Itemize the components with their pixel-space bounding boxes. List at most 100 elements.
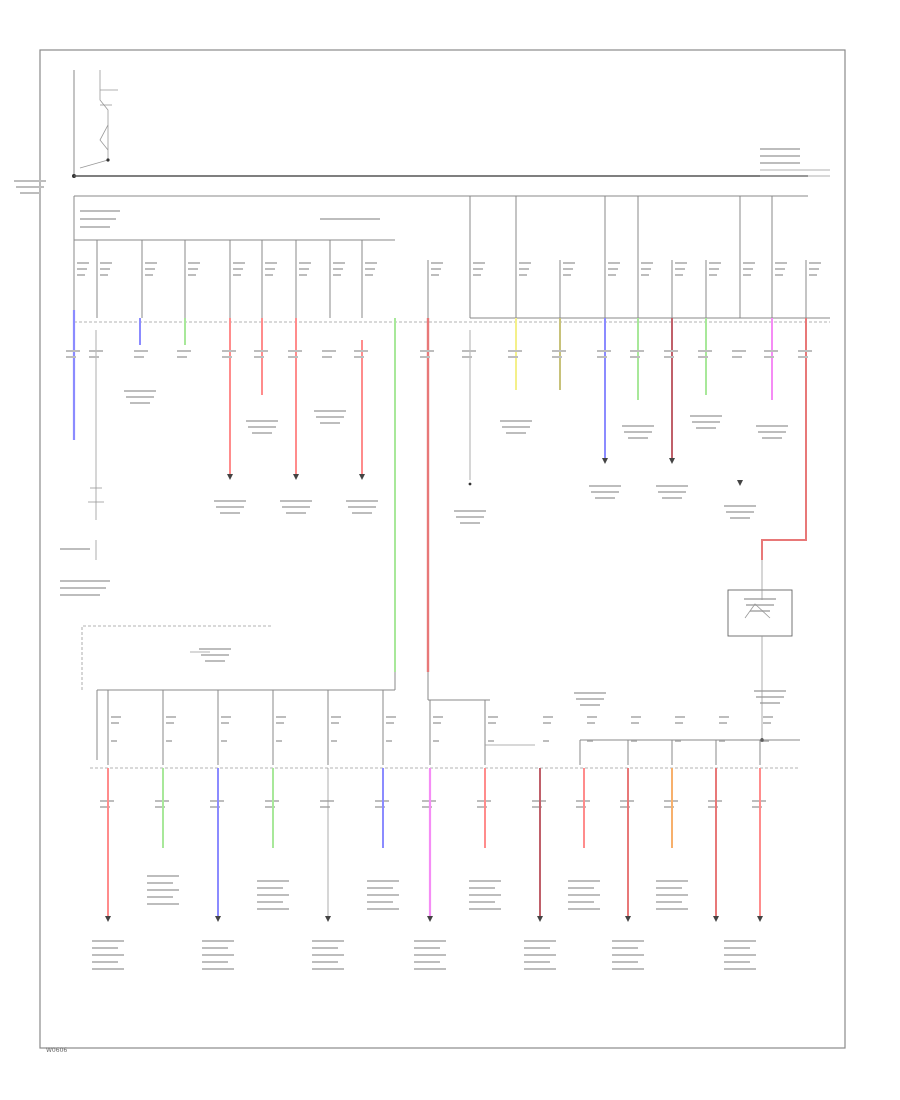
blurred-label-mark: [690, 415, 722, 417]
blurred-label-mark: [221, 722, 229, 724]
blurred-label-mark: [656, 894, 688, 896]
blurred-label-mark: [597, 350, 611, 352]
blurred-label-mark: [746, 604, 774, 606]
blurred-label-mark: [100, 262, 112, 264]
blurred-label-mark: [60, 587, 106, 589]
blurred-label-mark: [744, 598, 776, 600]
blurred-label-mark: [612, 947, 638, 949]
fuse-row-upper-left: [73, 196, 363, 318]
blurred-label-mark: [752, 806, 762, 808]
blurred-label-mark: [756, 425, 788, 427]
blurred-label-mark: [233, 268, 243, 270]
blurred-label-mark: [524, 968, 556, 970]
blurred-label-mark: [809, 274, 817, 276]
blurred-label-mark: [352, 512, 372, 514]
blurred-label-mark: [433, 716, 443, 718]
blurred-label-mark: [312, 968, 344, 970]
blurred-label-mark: [375, 806, 385, 808]
blurred-label-mark: [543, 740, 549, 742]
blurred-label-mark: [201, 654, 229, 656]
blurred-label-mark: [624, 431, 652, 433]
blurred-label-mark: [809, 262, 821, 264]
blurred-label-mark: [488, 740, 494, 742]
blurred-label-mark: [488, 716, 498, 718]
blurred-label-mark: [469, 908, 501, 910]
blurred-label-mark: [265, 806, 275, 808]
blurred-label-mark: [473, 268, 483, 270]
blurred-label-mark: [257, 908, 289, 910]
blurred-label-mark: [265, 274, 273, 276]
blurred-label-mark: [16, 186, 44, 188]
blurred-label-mark: [233, 262, 245, 264]
blurred-label-mark: [354, 350, 368, 352]
blurred-label-mark: [145, 268, 155, 270]
blurred-label-mark: [724, 968, 756, 970]
blurred-label-mark: [320, 422, 340, 424]
blurred-label-mark: [166, 716, 176, 718]
blurred-label-mark: [719, 716, 729, 718]
blurred-label-mark: [612, 940, 644, 942]
blurred-label-mark: [708, 806, 718, 808]
blurred-label-mark: [477, 806, 487, 808]
blurred-label-mark: [608, 268, 618, 270]
blurred-label-mark: [612, 961, 638, 963]
blurred-label-mark: [462, 350, 476, 352]
blurred-label-mark: [299, 268, 309, 270]
blurred-label-mark: [433, 722, 441, 724]
blurred-label-mark: [320, 218, 380, 220]
blurred-label-mark: [89, 356, 99, 358]
blurred-label-mark: [134, 356, 144, 358]
blurred-label-mark: [92, 940, 124, 942]
blurred-label-mark: [798, 350, 812, 352]
blurred-label-mark: [365, 268, 375, 270]
blurred-label-mark: [202, 954, 234, 956]
blurred-label-mark: [299, 274, 307, 276]
blurred-label-mark: [177, 356, 187, 358]
blurred-label-mark: [709, 268, 719, 270]
blurred-label-mark: [257, 887, 283, 889]
blurred-label-mark: [460, 522, 480, 524]
blurred-label-mark: [750, 610, 770, 612]
blurred-label-mark: [568, 908, 600, 910]
blurred-label-mark: [754, 690, 786, 692]
fuse-row-lower: [107, 690, 761, 765]
blurred-label-mark: [469, 901, 495, 903]
blurred-label-mark: [719, 740, 725, 742]
blurred-label-mark: [100, 268, 110, 270]
lower-colored-wires: [107, 768, 761, 920]
blurred-label-mark: [220, 512, 240, 514]
blurred-label-mark: [568, 901, 594, 903]
blurred-label-mark: [147, 882, 173, 884]
blurred-label-mark: [809, 268, 819, 270]
blurred-label-mark: [254, 356, 264, 358]
blurred-label-mark: [756, 696, 784, 698]
blurred-label-mark: [188, 268, 198, 270]
lower-module: [81, 625, 800, 765]
diagram-ref-code: W0606: [46, 1047, 67, 1054]
blurred-label-mark: [222, 356, 232, 358]
blurred-label-mark: [543, 716, 553, 718]
blurred-label-mark: [346, 500, 378, 502]
blurred-label-mark: [312, 954, 344, 956]
blurred-label-mark: [743, 268, 753, 270]
blurred-label-mark: [568, 894, 600, 896]
blurred-label-mark: [719, 722, 727, 724]
blurred-label-mark: [524, 961, 550, 963]
blurred-label-mark: [698, 350, 712, 352]
blurred-label-mark: [692, 421, 720, 423]
blurred-label-mark: [763, 716, 773, 718]
blurred-label-mark: [386, 722, 394, 724]
blurred-label-mark: [314, 410, 346, 412]
blurred-label-mark: [66, 350, 80, 352]
blurred-label-mark: [724, 505, 756, 507]
blurred-label-mark: [77, 274, 85, 276]
blurred-label-mark: [500, 420, 532, 422]
blurred-label-mark: [252, 432, 272, 434]
blurred-label-mark: [20, 192, 40, 194]
blurred-label-mark: [66, 356, 76, 358]
blurred-label-mark: [80, 218, 116, 220]
blurred-label-mark: [630, 356, 640, 358]
fuse-row-upper-right: [427, 196, 807, 318]
blurred-label-mark: [92, 961, 118, 963]
